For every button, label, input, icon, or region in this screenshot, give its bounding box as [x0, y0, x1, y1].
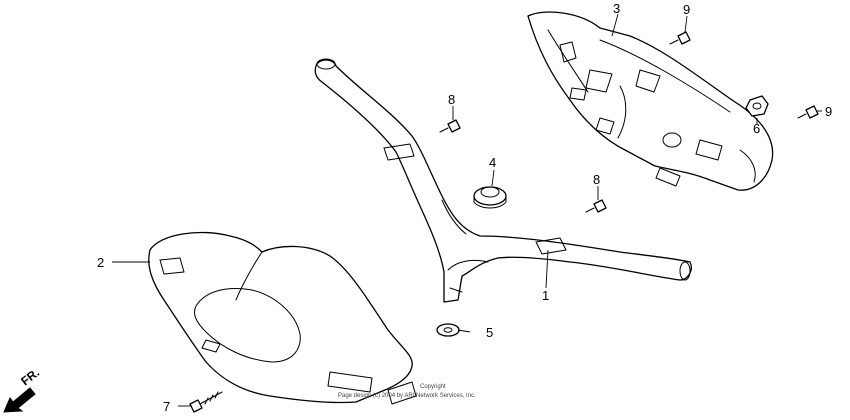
part-2-lower-cover: [148, 231, 417, 405]
part-7-screw: [189, 391, 223, 413]
front-direction-indicator: FR.: [3, 365, 42, 413]
callout-6: 6: [753, 121, 760, 136]
callout-4: 4: [489, 155, 496, 170]
callout-7: 7: [163, 399, 170, 414]
front-label: FR.: [18, 365, 42, 388]
part-4-grommet: [473, 186, 507, 209]
callout-8-upper: 8: [448, 92, 455, 107]
part-3-upper-cover: [527, 11, 774, 191]
copyright-line-1: Copyright: [420, 384, 446, 390]
copyright-line-2: Page design (c) 2004 by ARI Network Serv…: [338, 393, 476, 399]
callout-9-upper: 9: [683, 2, 690, 17]
part-8-screw-a: [439, 119, 461, 133]
callout-9-right: 9: [825, 104, 832, 119]
callout-1: 1: [542, 288, 549, 303]
part-1-handlebar: [314, 58, 692, 303]
leader-lines: [112, 13, 822, 407]
part-5-washer: [436, 323, 460, 337]
part-9-screw-a: [669, 31, 691, 45]
front-arrow-icon: [3, 387, 36, 413]
callout-2: 2: [97, 255, 104, 270]
callout-5: 5: [486, 325, 493, 340]
part-6-nut: [745, 95, 769, 117]
part-9-screw-b: [797, 105, 819, 119]
part-8-screw-b: [585, 199, 607, 213]
callout-8-lower: 8: [593, 172, 600, 187]
callout-3: 3: [613, 1, 620, 16]
